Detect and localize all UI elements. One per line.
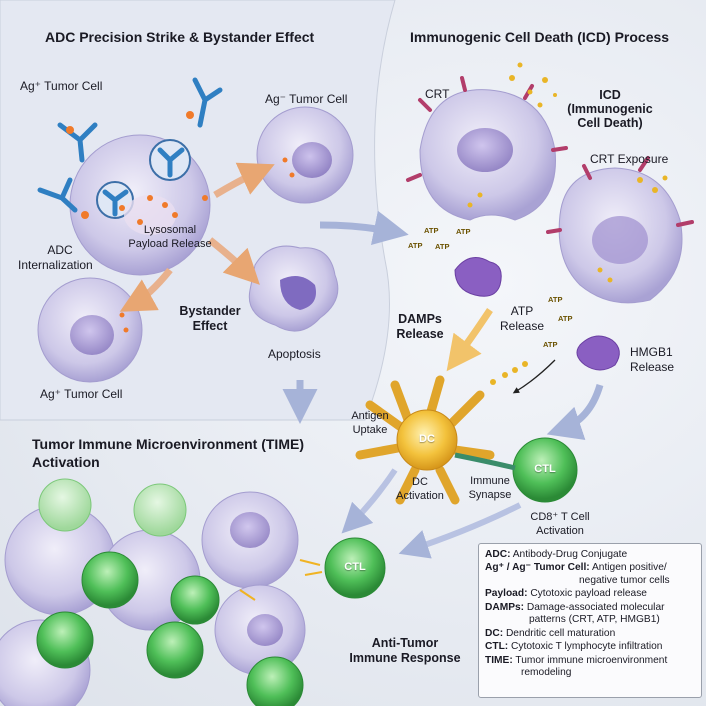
label-anti-tumor-2: Immune Response — [349, 651, 461, 665]
label-uptake: Uptake — [352, 424, 388, 436]
atp-tag-3: ATP — [408, 241, 423, 250]
time-panel-title-line1: Tumor Immune Microenvironment (TIME) — [32, 436, 304, 452]
atp-tag-5: ATP — [548, 295, 563, 304]
adc-flow-arrows — [119, 162, 275, 312]
label-ag-pos-tumor-cell: Ag⁺ Tumor Cell — [20, 79, 103, 93]
label-hmgb1-release-1: HMGB1 — [630, 345, 673, 359]
label-damps-release: Release — [396, 327, 444, 341]
ctl-cell-label-anti-tumor: CTL — [344, 561, 366, 573]
label-adc: ADC — [47, 243, 73, 257]
hmgb1-molecules — [454, 257, 620, 371]
immune-synapse-link — [454, 452, 516, 471]
label-immune: Immune — [470, 475, 510, 487]
label-synapse: Synapse — [468, 489, 512, 501]
label-apoptosis: Apoptosis — [268, 347, 321, 361]
legend-row-ag: Ag⁺ / Ag⁻ Tumor Cell: Antigen positive/n… — [485, 562, 670, 586]
ctl-cell-anti-tumor — [324, 537, 386, 599]
dc-cell-label: DC — [419, 433, 435, 445]
label-dc-activation-2: Activation — [396, 490, 444, 502]
atp-tag-6: ATP — [558, 314, 573, 323]
label-antigen: Antigen — [351, 410, 389, 422]
atp-tag-7: ATP — [543, 340, 558, 349]
label-cd8-activation-2: Activation — [536, 525, 584, 537]
crt-receptors — [406, 76, 694, 234]
label-icd: ICD — [599, 88, 621, 102]
ag-negative-tumor-cell — [256, 106, 354, 204]
payload-molecules — [66, 111, 208, 225]
label-icd-full-1: (Immunogenic — [567, 102, 653, 116]
label-ag-pos-tumor-cell-bystander: Ag⁺ Tumor Cell — [40, 387, 123, 401]
label-damps: DAMPs — [398, 312, 442, 326]
legend-row-adc: ADC: Antibody-Drug Conjugate — [485, 549, 628, 560]
legend-row-payload: Payload: Cytotoxic payload release — [485, 588, 647, 600]
label-lysosomal: Lysosomal — [143, 224, 197, 236]
atp-particles — [467, 62, 668, 385]
icd-flow-arrows — [282, 210, 604, 440]
adc-panel-title: ADC Precision Strike & Bystander Effect — [45, 29, 315, 45]
legend-row-dc: DC: Dendritic cell maturation — [485, 627, 616, 639]
label-bystander: Bystander — [179, 304, 241, 318]
label-anti-tumor-1: Anti-Tumor — [371, 636, 439, 650]
label-crt-exposure: CRT Exposure — [590, 152, 669, 166]
label-atp-release-1: ATP — [510, 304, 534, 318]
label-hmgb1-release-2: Release — [630, 360, 675, 374]
icd-dying-cell-2 — [558, 167, 683, 304]
dc-to-ctl-arrows — [341, 468, 522, 559]
icd-panel-title: Immunogenic Cell Death (ICD) Process — [410, 29, 670, 45]
time-panel-title-line2: Activation — [32, 454, 100, 470]
apoptotic-cell — [248, 245, 339, 332]
anti-tumor-sparks — [239, 559, 323, 601]
label-payload-release: Payload Release — [128, 238, 212, 250]
ag-positive-tumor-cell-bystander — [37, 277, 143, 383]
hmgb1-to-dc-arrow — [512, 359, 556, 394]
dendritic-cell — [355, 375, 495, 505]
icd-dying-cell-1 — [419, 89, 556, 221]
label-cd8-activation-1: CD8⁺ T Cell — [530, 511, 590, 523]
label-atp-release-2: Release — [499, 319, 545, 333]
ag-positive-tumor-cell-main — [69, 134, 211, 276]
label-effect: Effect — [192, 319, 228, 333]
ctl-cell-label-main: CTL — [534, 463, 556, 475]
label-icd-full-2: Cell Death) — [577, 116, 643, 130]
label-internalization: Internalization — [18, 258, 93, 272]
time-ctl-cells — [36, 478, 304, 706]
legend-box: ADC: Antibody-Drug Conjugate Ag⁺ / Ag⁻ T… — [478, 543, 702, 698]
atp-tag-1: ATP — [424, 226, 439, 235]
atp-tag-4: ATP — [435, 242, 450, 251]
label-ag-neg-tumor-cell: Ag⁻ Tumor Cell — [265, 92, 348, 106]
label-crt: CRT — [425, 87, 450, 101]
legend-row-ctl: CTL: Cytotoxic T lymphocyte infiltration — [485, 641, 663, 653]
label-dc-activation-1: DC — [412, 476, 428, 488]
atp-tag-2: ATP — [456, 227, 471, 236]
